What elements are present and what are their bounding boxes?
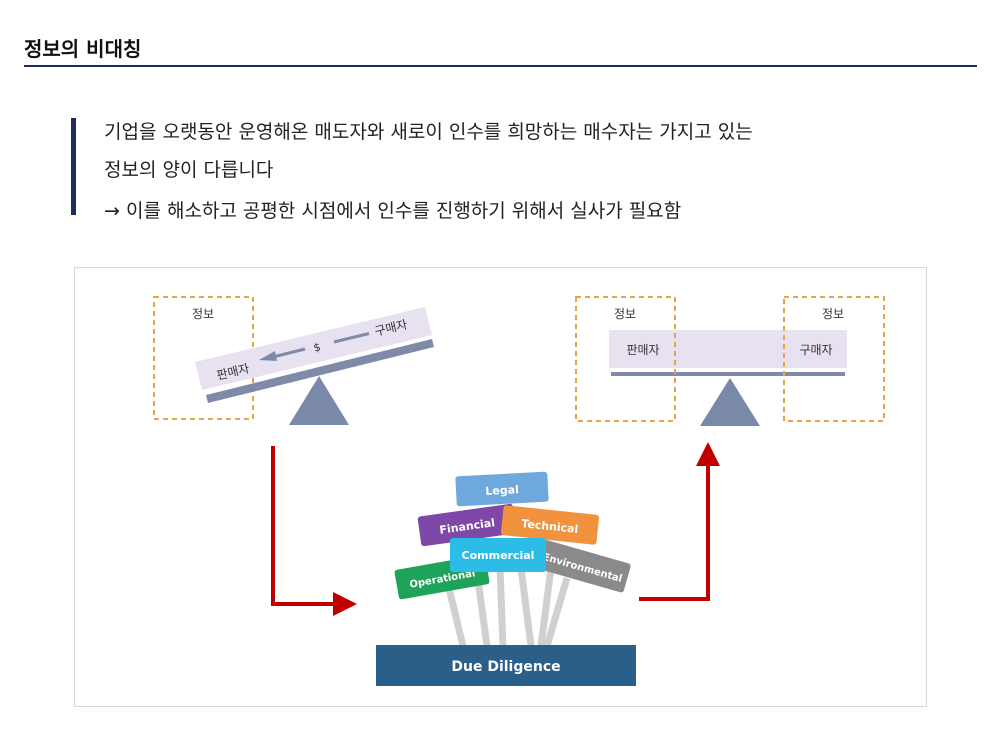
diagram-canvas: 정보 $ 구매자 판매자 정보 정보 bbox=[153, 296, 885, 686]
money-flow-arrowhead bbox=[259, 351, 277, 361]
right-seller-label: 판매자 bbox=[626, 343, 659, 357]
right-scale: 정보 정보 판매자 구매자 bbox=[575, 296, 885, 426]
left-beam bbox=[206, 339, 434, 403]
description-line-3: → 이를 해소하고 공평한 시점에서 인수를 진행하기 위해서 실사가 필요함 bbox=[104, 200, 682, 222]
left-fulcrum bbox=[289, 376, 349, 425]
money-symbol: $ bbox=[312, 340, 322, 354]
description-line-1: 기업을 오랫동안 운영해온 매도자와 새로이 인수를 희망하는 매수자는 가지고… bbox=[104, 121, 753, 143]
left-info-box bbox=[153, 296, 254, 420]
sign-legal-label: Legal bbox=[485, 483, 519, 498]
right-fulcrum bbox=[700, 378, 760, 426]
right-buyer-label: 구매자 bbox=[799, 343, 832, 357]
money-flow-line-left bbox=[272, 347, 306, 359]
right-buyer-info-label: 정보 bbox=[822, 307, 844, 321]
right-label-band bbox=[609, 330, 847, 368]
description-line-2: 정보의 양이 다릅니다 bbox=[104, 159, 274, 181]
right-beam bbox=[611, 372, 845, 376]
sign-technical: Technical bbox=[500, 505, 600, 545]
due-diligence-cluster: Legal Financial Technical Environmental … bbox=[376, 471, 636, 686]
right-seller-info-label: 정보 bbox=[614, 307, 636, 321]
left-info-label: 정보 bbox=[192, 307, 214, 321]
due-diligence-base bbox=[376, 645, 636, 686]
left-scale: 정보 $ 구매자 판매자 bbox=[153, 296, 434, 425]
sign-legal: Legal bbox=[455, 471, 549, 507]
page-title: 정보의 비대칭 bbox=[24, 37, 142, 61]
right-seller-info-box bbox=[575, 296, 676, 422]
money-flow-line-right bbox=[333, 332, 370, 344]
info-asymmetry-diagram: 정보 $ 구매자 판매자 정보 정보 bbox=[74, 267, 927, 707]
description-accent-bar bbox=[71, 118, 76, 215]
title-divider bbox=[24, 65, 977, 67]
left-label-band bbox=[195, 307, 432, 390]
right-buyer-info-box bbox=[783, 296, 885, 422]
sign-posts bbox=[443, 567, 571, 647]
sign-technical-label: Technical bbox=[521, 517, 579, 536]
sign-commercial: Commercial bbox=[450, 538, 546, 572]
sign-commercial-label: Commercial bbox=[462, 549, 535, 562]
flow-arrow-to-due-diligence bbox=[271, 446, 357, 616]
flow-arrow-to-balanced-scale bbox=[639, 442, 720, 601]
sign-financial: Financial bbox=[417, 503, 517, 547]
due-diligence-label: Due Diligence bbox=[451, 659, 560, 675]
